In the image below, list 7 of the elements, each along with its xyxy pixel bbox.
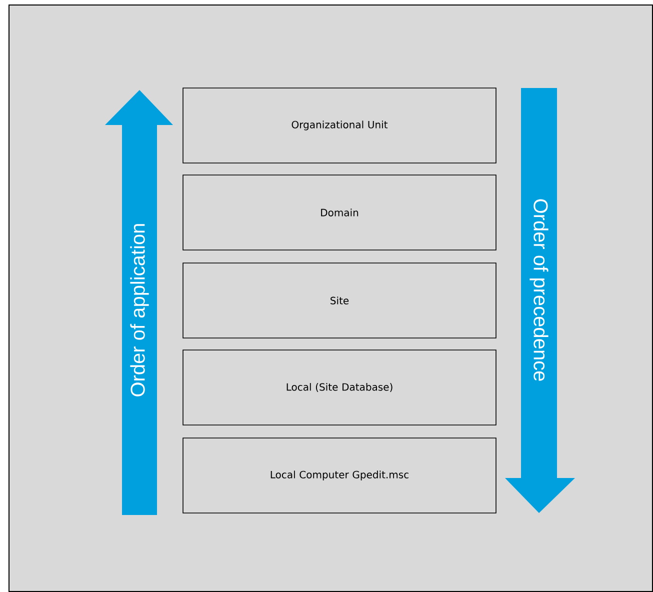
level-box: Organizational Unit <box>182 88 496 164</box>
level-box: Local Computer Gpedit.msc <box>182 438 496 514</box>
level-box: Site <box>182 262 496 338</box>
level-box: Domain <box>182 174 496 250</box>
arrow-label: Order of precedence <box>530 199 548 381</box>
level-box: Local (Site Database) <box>182 350 496 426</box>
arrow-label: Order of application <box>130 224 149 396</box>
